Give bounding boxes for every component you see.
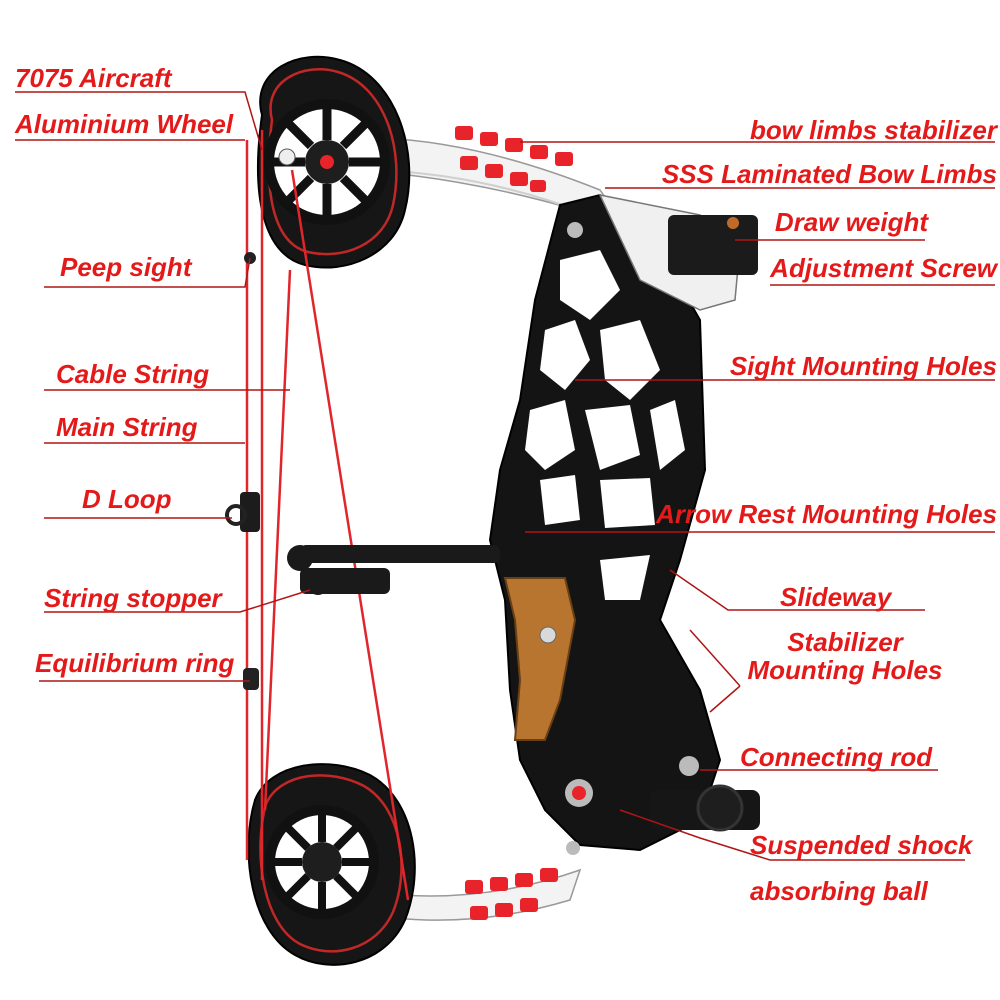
label-connecting-rod: Connecting rod: [740, 742, 933, 772]
label-aluminium-wheel-line2: Aluminium Wheel: [15, 109, 234, 139]
upper-limb-stabilizer-icon: [455, 126, 573, 192]
label-shock-ball-line2: absorbing ball: [750, 876, 928, 906]
label-cable-string: Cable String: [56, 359, 210, 389]
label-string-stopper: String stopper: [44, 583, 222, 613]
label-arrow-rest-mounting-holes: Arrow Rest Mounting Holes: [656, 499, 997, 529]
label-stabilizer-line1: Stabilizer: [787, 627, 903, 657]
label-laminated-limbs: SSS Laminated Bow Limbs: [661, 159, 997, 189]
label-bow-limbs-stabilizer: bow limbs stabilizer: [749, 115, 997, 145]
label-peep-sight: Peep sight: [60, 252, 192, 282]
label-draw-weight: Draw weight: [774, 207, 928, 237]
upper-cam-wheel-icon: [256, 55, 411, 269]
string-stopper-rod: [287, 545, 500, 595]
label-slideway: Slideway: [780, 582, 892, 612]
lower-limb-stabilizer-icon: [465, 868, 558, 920]
draw-weight-block: [598, 193, 758, 311]
label-adjustment-screw: Adjustment Screw: [770, 253, 997, 283]
suspended-shock-ball: [650, 784, 760, 832]
label-equilibrium-ring: Equilibrium ring: [35, 648, 235, 678]
label-d-loop: D Loop: [82, 484, 172, 514]
label-aluminium-wheel-line1: 7075 Aircraft: [15, 63, 172, 93]
leader-lines: [15, 91, 995, 861]
label-stabilizer-line2: Mounting Holes: [747, 655, 943, 685]
string-accessories: [225, 252, 260, 690]
label-shock-ball-line1: Suspended shock: [750, 830, 973, 860]
lower-cam-wheel-icon: [247, 763, 416, 966]
label-sight-mounting-holes: Sight Mounting Holes: [729, 351, 997, 381]
label-main-string: Main String: [56, 412, 198, 442]
wooden-grip-icon: [503, 577, 577, 741]
